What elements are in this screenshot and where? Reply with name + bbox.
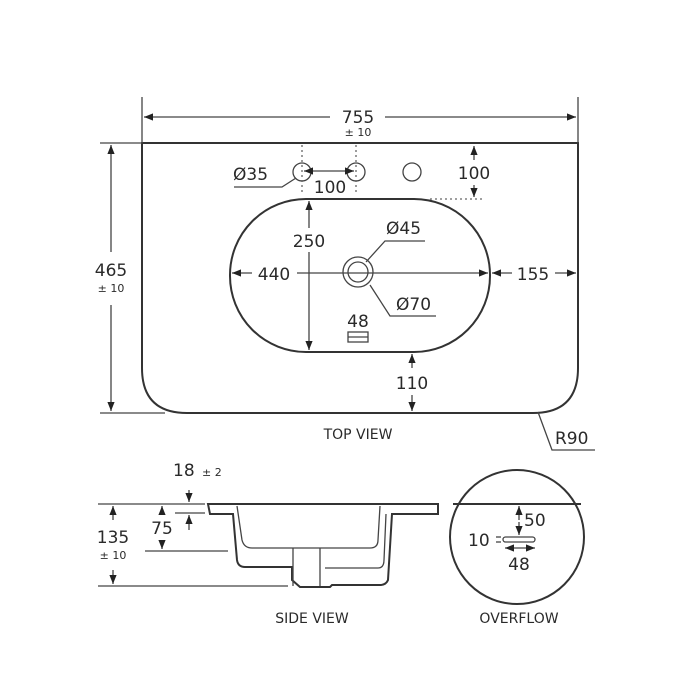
bowl-depth-side-label: 75: [151, 519, 173, 539]
bowl-depth-label: 250: [293, 232, 325, 252]
width-label: 755: [342, 108, 374, 128]
deck-thickness-label: 18: [173, 461, 195, 481]
tap-offset-label: 100: [458, 164, 490, 184]
top-view: 755 ± 10 465 ± 10 Ø35 100 100 250 440 15…: [95, 97, 595, 451]
overflow-detail-circle: [449, 469, 585, 605]
overflow-caption: OVERFLOW: [479, 611, 558, 627]
bowl-right-margin-label: 155: [517, 265, 549, 285]
bowl-front-margin-label: 110: [396, 374, 428, 394]
depth-tolerance: ± 10: [98, 282, 125, 295]
side-view: 135 ± 10 75 18 ± 2 SIDE VIEW: [97, 461, 439, 627]
tap-hole-dia-label: Ø35: [233, 165, 268, 185]
total-height-tolerance: ± 10: [100, 549, 127, 562]
overflow-detail: 50 10 48 OVERFLOW: [449, 469, 585, 627]
waste-outer: [342, 256, 374, 288]
width-tolerance: ± 10: [345, 126, 372, 139]
top-view-caption: TOP VIEW: [323, 427, 393, 443]
bowl-width-label: 440: [258, 265, 290, 285]
overflow-slot: [502, 536, 536, 543]
side-profile-outline: [206, 503, 439, 588]
basin-bowl-outline: [229, 198, 491, 353]
waste-inner-dia-label: Ø45: [386, 219, 421, 239]
overflow-offset-label: 50: [524, 511, 546, 531]
waste-inner: [347, 261, 369, 283]
side-view-caption: SIDE VIEW: [275, 611, 349, 627]
tap-hole-right: [402, 162, 422, 182]
overflow-width-label: 48: [347, 312, 369, 332]
depth-label: 465: [95, 261, 127, 281]
corner-radius-label: R90: [555, 429, 588, 449]
deck-thickness-tolerance: ± 2: [202, 466, 222, 479]
waste-outer-dia-label: Ø70: [396, 295, 431, 315]
tap-spacing-label: 100: [314, 178, 346, 198]
vanity-top-outline: [141, 142, 579, 414]
overflow-slot-height-label: 10: [468, 531, 490, 551]
overflow-slot-width-label: 48: [508, 555, 530, 575]
total-height-label: 135: [97, 528, 129, 548]
